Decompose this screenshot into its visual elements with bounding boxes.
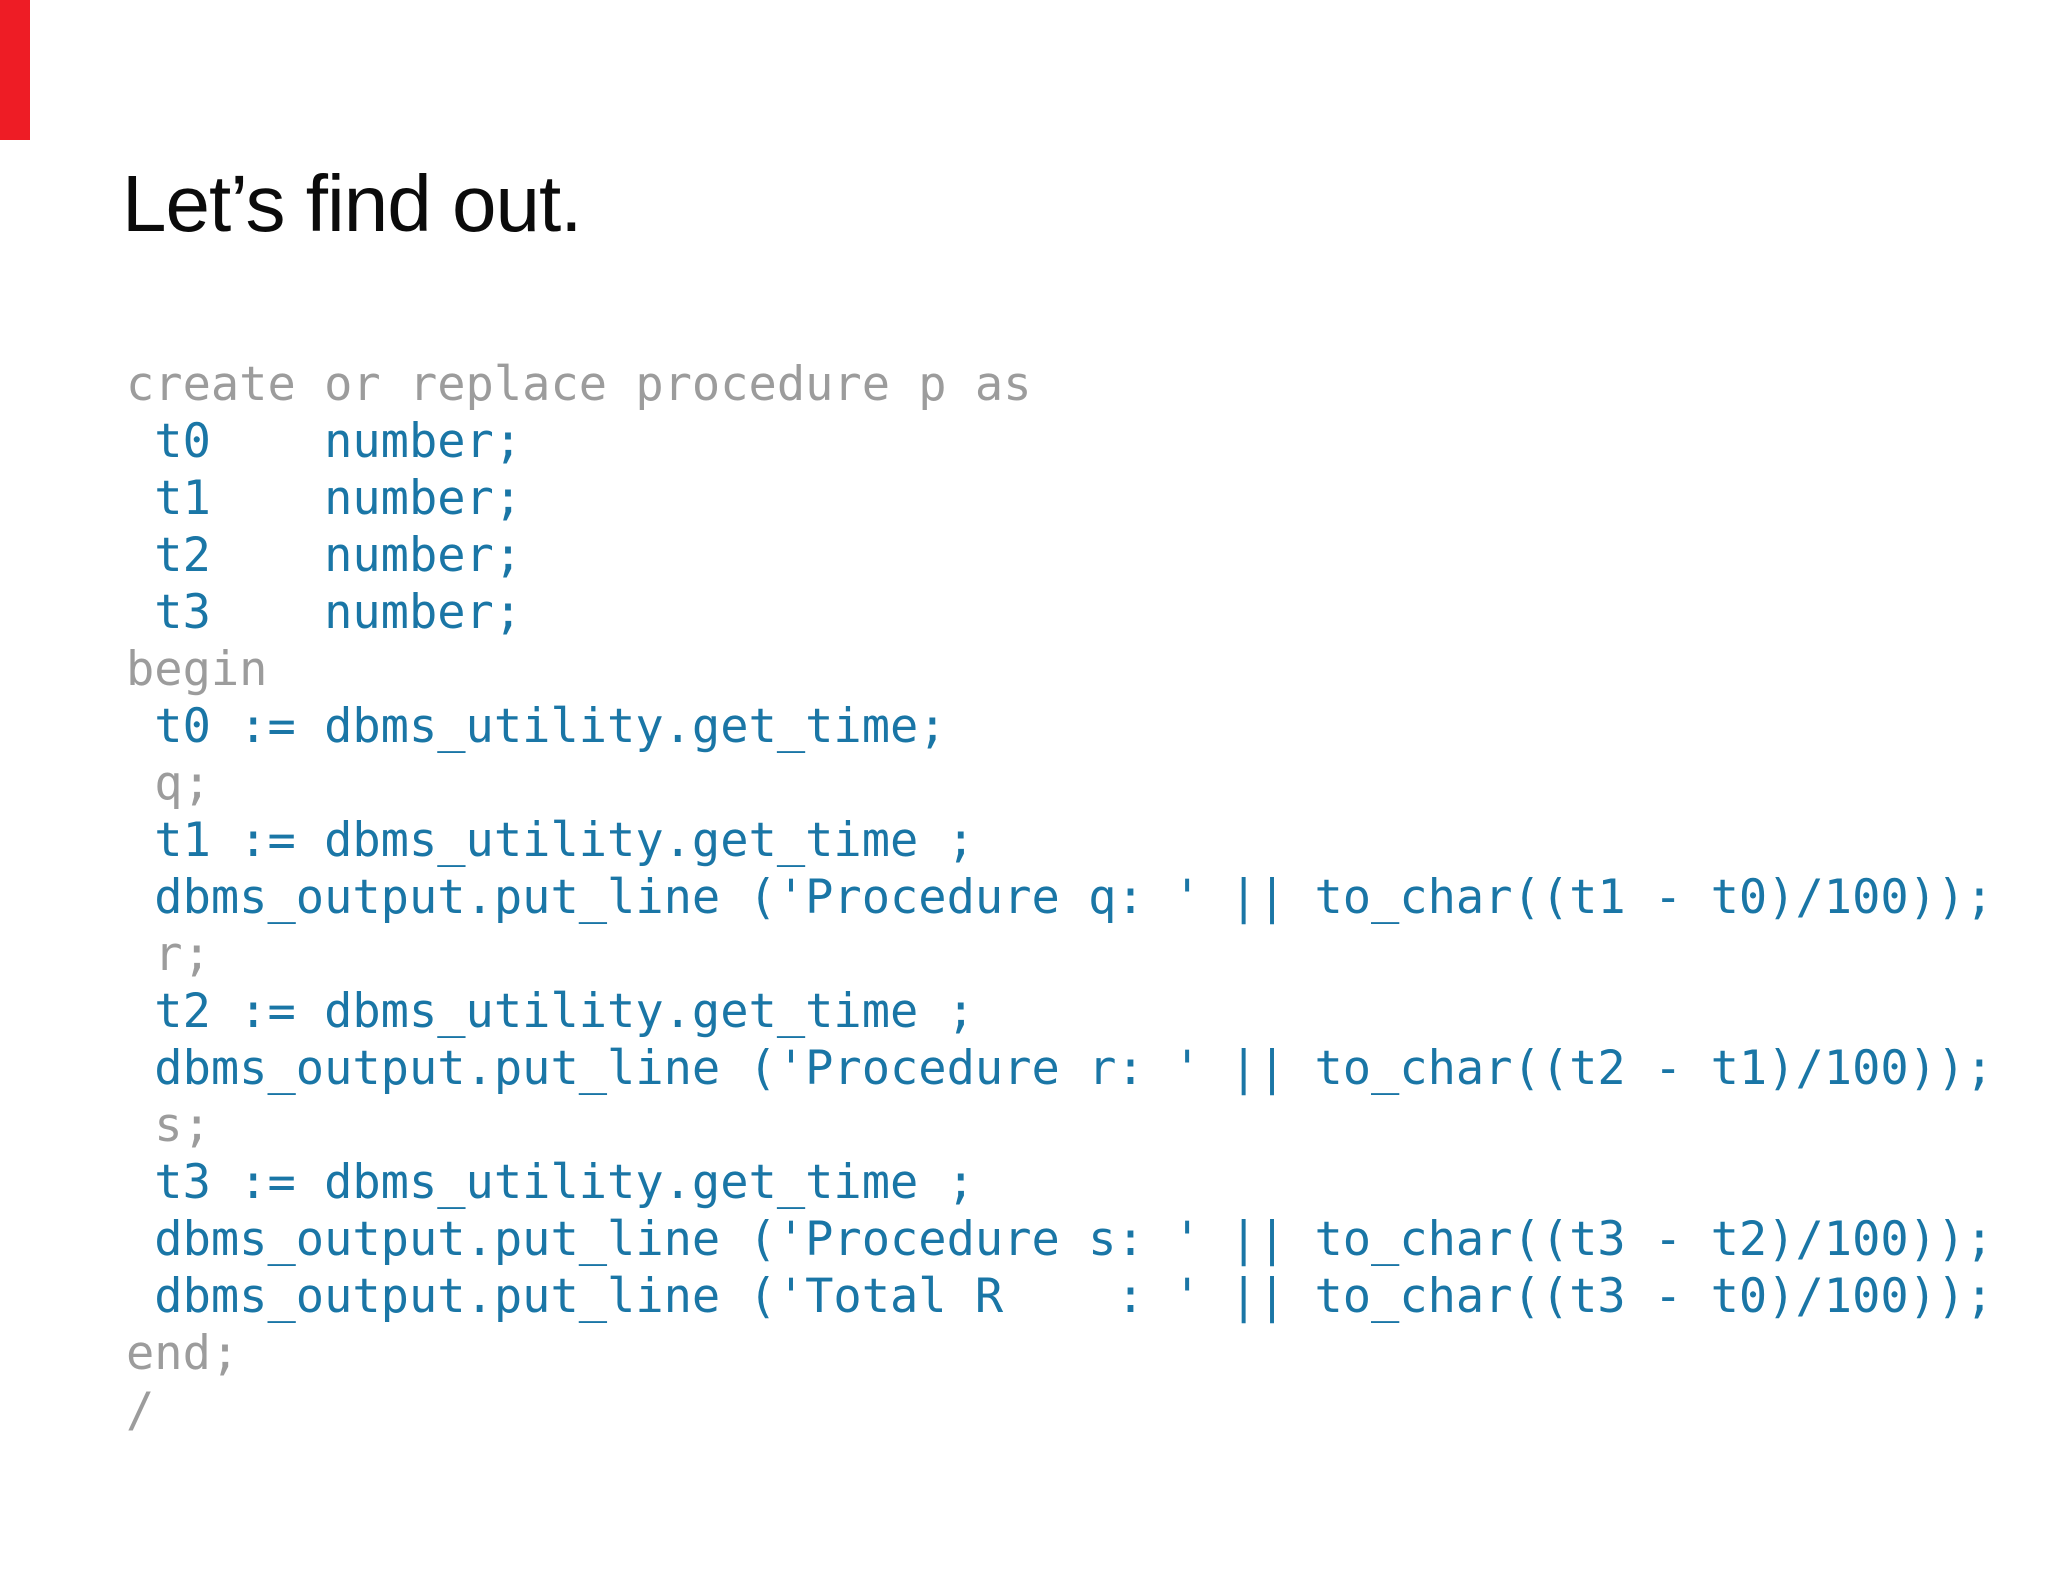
code-line: t0 := dbms_utility.get_time; — [126, 699, 947, 754]
code-line: s; — [126, 1098, 211, 1153]
code-line: t3 number; — [126, 585, 523, 640]
code-line: t0 number; — [126, 414, 523, 469]
code-line: t2 := dbms_utility.get_time ; — [126, 984, 975, 1039]
code-line: begin — [126, 642, 268, 697]
code-line: t3 := dbms_utility.get_time ; — [126, 1155, 975, 1210]
code-line: dbms_output.put_line ('Total R : ' || to… — [126, 1269, 1994, 1324]
code-line: create or replace procedure p as — [126, 357, 1032, 412]
code-line: dbms_output.put_line ('Procedure s: ' ||… — [126, 1212, 1994, 1267]
code-line: dbms_output.put_line ('Procedure q: ' ||… — [126, 870, 1994, 925]
code-line: t1 := dbms_utility.get_time ; — [126, 813, 975, 868]
code-line: q; — [126, 756, 211, 811]
red-accent-bar — [0, 0, 30, 140]
code-line: t1 number; — [126, 471, 523, 526]
code-line: / — [126, 1383, 155, 1438]
code-line: t2 number; — [126, 528, 523, 583]
code-line: r; — [126, 927, 211, 982]
code-line: dbms_output.put_line ('Procedure r: ' ||… — [126, 1041, 1994, 1096]
code-block: create or replace procedure p as t0 numb… — [126, 356, 1994, 1439]
slide-title: Let’s find out. — [122, 159, 582, 248]
code-line: end; — [126, 1326, 240, 1381]
